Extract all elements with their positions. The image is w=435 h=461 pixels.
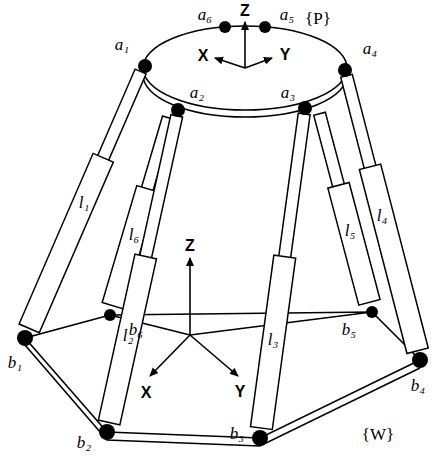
- joint-label: a₆: [198, 6, 212, 23]
- joint-label: b₃: [230, 425, 244, 442]
- leg-label: l₄: [377, 207, 388, 224]
- axis-label: X: [198, 48, 209, 64]
- joint-label: a₃: [281, 84, 295, 101]
- leg-label: l₂: [123, 327, 134, 344]
- axis-label: Z: [185, 238, 195, 254]
- joint-label: b₁: [8, 354, 22, 371]
- joint-label: b₄: [411, 377, 425, 394]
- axis-label: Z: [240, 3, 250, 19]
- leg-label: l₆: [129, 226, 140, 243]
- joint-label: a₁: [115, 36, 129, 53]
- leg-label: l₅: [345, 222, 356, 239]
- joint-label: b₅: [342, 321, 356, 338]
- axis-label: Y: [280, 47, 291, 63]
- leg-label: l₃: [268, 331, 279, 348]
- axis-label: X: [141, 385, 152, 401]
- joint-label: a₄: [363, 40, 377, 57]
- joint-label: b₂: [77, 434, 91, 451]
- leg-label: l₁: [79, 194, 90, 211]
- joint-label: a₂: [190, 84, 204, 101]
- frame-label: {P}: [305, 10, 331, 27]
- axis-label: Y: [235, 384, 246, 400]
- joint-label: a₅: [280, 6, 294, 23]
- frame-label: {W}: [362, 426, 394, 443]
